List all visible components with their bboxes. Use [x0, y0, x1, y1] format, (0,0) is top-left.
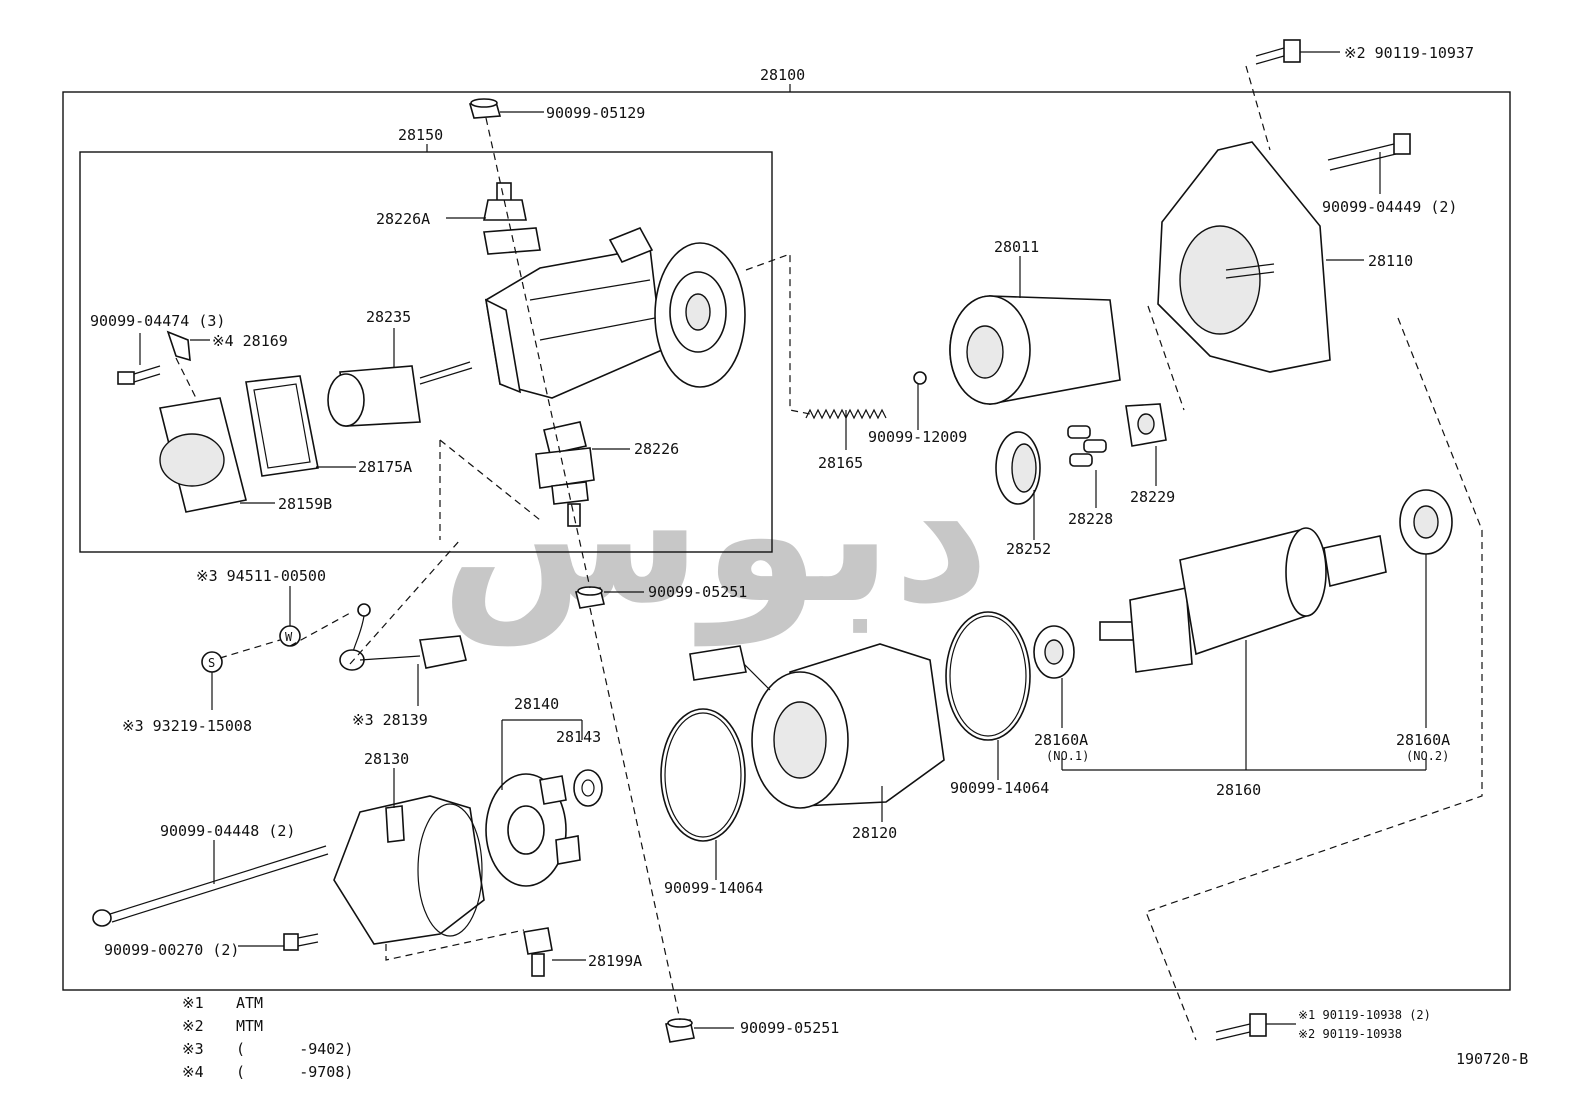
- part-28160A-bearing-no2: [1399, 489, 1453, 728]
- label-28160A-no2-sub: (NO.2): [1406, 749, 1449, 763]
- marker-w-text: W: [285, 630, 293, 644]
- part-90099-00270-screw: [238, 933, 319, 951]
- label-28199A: 28199A: [588, 952, 642, 970]
- marker-w: W: [279, 586, 301, 647]
- label-90099-14064-b: 90099-14064: [950, 779, 1049, 797]
- bracket-28160: [1061, 758, 1427, 771]
- label-90099-04449: 90099-04449 (2): [1322, 198, 1457, 216]
- label-90099-05251-a: 90099-05251: [648, 583, 747, 601]
- label-90099-05129: 90099-05129: [546, 104, 645, 122]
- sub-assembly-frame-28150: [79, 144, 773, 553]
- note-2-text: MTM: [236, 1017, 263, 1035]
- label-28165: 28165: [818, 454, 863, 472]
- part-28160A-bearing-no1: [1033, 625, 1075, 728]
- part-90099-05251-nut-b: [665, 1018, 734, 1043]
- part-28226-terminal: [535, 421, 630, 527]
- note-2-mark: ※2: [182, 1017, 204, 1035]
- marker-s: S: [201, 651, 223, 710]
- label-90099-04474: 90099-04474 (3): [90, 312, 225, 330]
- label-28229: 28229: [1130, 488, 1175, 506]
- label-93219-15008: ※3 93219-15008: [122, 717, 252, 735]
- part-28143-spring: [573, 769, 603, 807]
- part-28235-plunger: [327, 328, 473, 427]
- label-90119-10938-atm: ※1 90119-10938 (2): [1298, 1008, 1431, 1022]
- label-28139: ※3 28139: [352, 711, 428, 729]
- label-28011: 28011: [994, 238, 1039, 256]
- label-90099-04448: 90099-04448 (2): [160, 822, 295, 840]
- note-1-mark: ※1: [182, 994, 204, 1012]
- callout-labels: 28100 28150 90099-05129 28226A 90099-044…: [90, 44, 1528, 1068]
- label-28235: 28235: [366, 308, 411, 326]
- assembly-frame-28100: [62, 84, 1511, 991]
- part-28226A-terminal: [446, 182, 541, 255]
- part-90099-04474-bolt: [117, 333, 161, 385]
- notes-legend: ※1 ATM ※2 MTM ※3 ( -9402) ※4 ( -9708): [182, 994, 353, 1081]
- label-28252: 28252: [1006, 540, 1051, 558]
- label-28159B: 28159B: [278, 495, 332, 513]
- part-28229-retainer: [1125, 403, 1167, 486]
- marker-s-text: S: [208, 656, 215, 670]
- part-90099-14064-o-ring-b: [945, 611, 1031, 780]
- part-28160-armature: [1099, 527, 1387, 770]
- part-28139-lead-wire: [339, 603, 467, 706]
- part-28150-housing: [484, 226, 746, 399]
- label-28150: 28150: [398, 126, 443, 144]
- label-90099-14064-a: 90099-14064: [664, 879, 763, 897]
- label-28160: 28160: [1216, 781, 1261, 799]
- label-90099-00270: 90099-00270 (2): [104, 941, 239, 959]
- label-28160A-no2: 28160A: [1396, 731, 1450, 749]
- note-4-mark: ※4: [182, 1063, 204, 1081]
- note-3-mark: ※3: [182, 1040, 204, 1058]
- drawing-code: 190720-B: [1456, 1050, 1528, 1068]
- part-28165-spring: [805, 408, 887, 450]
- part-90099-05251-nut-a: [575, 586, 644, 609]
- label-90119-10938-mtm: ※2 90119-10938: [1298, 1027, 1402, 1041]
- part-28140-brush-holder: [485, 719, 583, 887]
- part-28120-field-frame: [689, 643, 945, 822]
- label-28226A: 28226A: [376, 210, 430, 228]
- part-28228-rollers: [1067, 425, 1107, 508]
- part-28252-gear: [995, 431, 1041, 540]
- label-28169: ※4 28169: [212, 332, 288, 350]
- watermark: ﺩﺑﻮﺱ: [440, 424, 990, 647]
- label-90099-05251-b: 90099-05251: [740, 1019, 839, 1037]
- label-28100: 28100: [760, 66, 805, 84]
- label-28110: 28110: [1368, 252, 1413, 270]
- label-94511-00500: ※3 94511-00500: [196, 567, 326, 585]
- label-90119-10937: ※2 90119-10937: [1344, 44, 1474, 62]
- note-1-text: ATM: [236, 994, 263, 1012]
- part-28175A-gasket: [245, 375, 356, 477]
- label-28130: 28130: [364, 750, 409, 768]
- part-28199A-terminal: [523, 927, 586, 977]
- label-28226: 28226: [634, 440, 679, 458]
- part-90099-12009-ball: [913, 371, 927, 430]
- note-3-text: ( -9402): [236, 1040, 353, 1058]
- part-90099-14064-o-ring-a: [660, 708, 746, 880]
- part-28011-clutch: [949, 256, 1121, 405]
- part-28159B-cover: [159, 397, 275, 513]
- label-90099-12009: 90099-12009: [868, 428, 967, 446]
- label-28228: 28228: [1068, 510, 1113, 528]
- part-90119-10938-bolt: [1215, 1013, 1296, 1041]
- label-28160A-no1-sub: (NO.1): [1046, 749, 1089, 763]
- alignment-lines: [175, 65, 1483, 1041]
- note-4-text: ( -9708): [236, 1063, 353, 1081]
- part-90119-10937-bolt: [1255, 39, 1340, 65]
- label-28160A-no1: 28160A: [1034, 731, 1088, 749]
- part-90099-05129-cap: [468, 98, 544, 119]
- part-28169-clip: [166, 330, 210, 362]
- label-28175A: 28175A: [358, 458, 412, 476]
- part-90099-04448-through-bolt: [92, 840, 329, 927]
- part-28110-drive-housing: [1157, 141, 1364, 373]
- label-28143: 28143: [556, 728, 601, 746]
- label-28120: 28120: [852, 824, 897, 842]
- part-90099-04449-bolt: [1327, 133, 1411, 194]
- part-28130-end-frame: [333, 768, 485, 945]
- label-28140: 28140: [514, 695, 559, 713]
